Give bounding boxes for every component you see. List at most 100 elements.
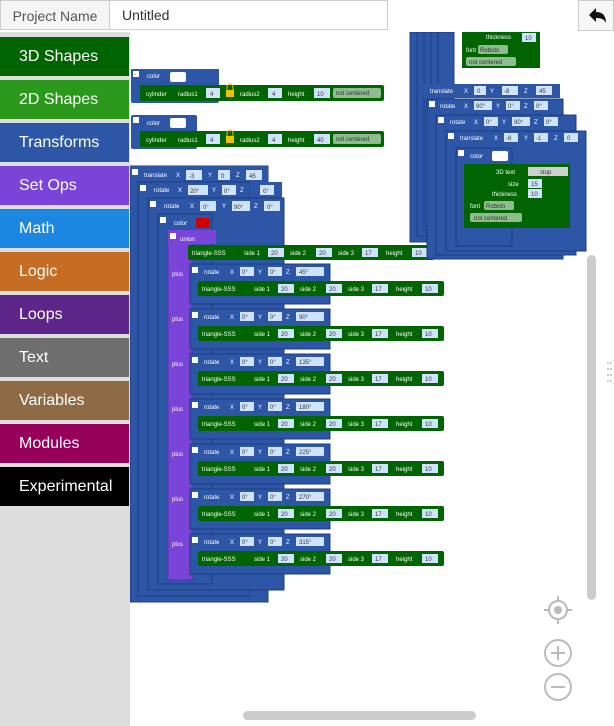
zoom-out-icon[interactable]	[543, 672, 573, 702]
category-modules[interactable]: Modules	[0, 424, 129, 463]
category-3d-shapes[interactable]: 3D Shapes	[0, 37, 129, 76]
svg-text:side 3: side 3	[348, 557, 365, 563]
svg-text:side 1: side 1	[244, 251, 261, 257]
svg-text:40: 40	[317, 138, 324, 144]
svg-text:height: height	[288, 138, 305, 144]
category-2d-shapes[interactable]: 2D Shapes	[0, 80, 129, 119]
plus-label: plus	[172, 542, 183, 548]
svg-text:Z: Z	[524, 89, 528, 95]
category-experimental[interactable]: Experimental	[0, 467, 129, 506]
svg-text:0°: 0°	[242, 405, 248, 411]
plus-label: plus	[172, 362, 183, 368]
svg-text:side 1: side 1	[254, 512, 271, 518]
svg-text:translate: translate	[460, 136, 484, 142]
horizontal-scrollbar[interactable]	[243, 711, 476, 720]
category-loops[interactable]: Loops	[0, 295, 129, 334]
svg-text:height: height	[288, 92, 305, 98]
plus-label: plus	[172, 407, 183, 413]
svg-text:3D text: 3D text	[496, 170, 515, 176]
svg-text:triangle-SSS: triangle-SSS	[202, 377, 236, 383]
svg-text:cylinder: cylinder	[146, 92, 167, 98]
svg-text:10: 10	[425, 332, 432, 338]
cylinder-block-2[interactable]: cylinder radius1 4 radius2 4 height 40 n…	[140, 129, 384, 147]
category-transforms[interactable]: Transforms	[0, 123, 129, 162]
category-text[interactable]: Text	[0, 338, 129, 377]
workspace-canvas[interactable]: - color cylinder radius1 4 radius2 4 hei…	[130, 32, 614, 726]
svg-text:side 3: side 3	[348, 422, 365, 428]
svg-text:X: X	[464, 104, 468, 110]
zoom-in-icon[interactable]	[543, 638, 573, 668]
svg-text:0: 0	[221, 174, 225, 180]
block-workspace[interactable]: - color cylinder radius1 4 radius2 4 hei…	[130, 32, 614, 726]
text3d-block[interactable]: 3D text stop size 15 thickness 10 font R…	[464, 164, 570, 228]
svg-text:20: 20	[271, 251, 278, 257]
svg-text:Z: Z	[286, 495, 290, 501]
svg-text:4: 4	[272, 92, 276, 98]
target-icon[interactable]	[543, 595, 573, 625]
svg-text:270°: 270°	[299, 495, 312, 501]
category-math[interactable]: Math	[0, 209, 129, 248]
triangle-block-0[interactable]: triangle-SSS side 1 20 side 2 20 side 3 …	[188, 245, 434, 260]
svg-text:20: 20	[329, 332, 336, 338]
svg-text:rotate: rotate	[204, 450, 220, 456]
svg-text:0°: 0°	[203, 205, 209, 211]
lock-icon-2[interactable]	[226, 129, 234, 143]
project-name-input[interactable]: Untitled	[110, 0, 388, 30]
svg-text:Y: Y	[258, 405, 262, 411]
svg-text:0°: 0°	[270, 450, 276, 456]
category-variables[interactable]: Variables	[0, 381, 129, 420]
resize-grip-icon[interactable]	[606, 360, 612, 392]
svg-text:side 2: side 2	[300, 377, 317, 383]
svg-text:side 2: side 2	[290, 251, 307, 257]
undo-button[interactable]	[578, 0, 614, 31]
cylinder-block-1[interactable]: cylinder radius1 4 radius2 4 height 10 n…	[140, 83, 384, 101]
svg-text:0°: 0°	[242, 270, 248, 276]
plus-label: plus	[172, 452, 183, 458]
union-block[interactable]: union	[167, 229, 216, 581]
svg-text:20: 20	[329, 467, 336, 473]
category-logic[interactable]: Logic	[0, 252, 129, 291]
svg-text:0°: 0°	[270, 495, 276, 501]
svg-text:Z: Z	[240, 188, 244, 194]
svg-text:10: 10	[525, 36, 532, 42]
svg-text:triangle-SSS: triangle-SSS	[192, 251, 226, 257]
svg-text:color: color	[174, 221, 187, 227]
svg-text:side 3: side 3	[348, 287, 365, 293]
svg-text:45: 45	[249, 174, 256, 180]
svg-text:17: 17	[365, 251, 372, 257]
svg-text:height: height	[396, 512, 413, 518]
svg-text:X: X	[190, 204, 194, 210]
svg-text:thickness: thickness	[486, 35, 511, 41]
svg-text:-3: -3	[189, 174, 195, 180]
svg-text:90°: 90°	[299, 315, 309, 321]
vertical-scrollbar[interactable]	[587, 255, 596, 600]
category-set-ops[interactable]: Set Ops	[0, 166, 129, 205]
svg-text:17: 17	[375, 332, 382, 338]
svg-text:size: size	[508, 182, 519, 188]
svg-text:side 1: side 1	[254, 557, 271, 563]
svg-text:translate: translate	[430, 89, 454, 95]
svg-text:20: 20	[329, 422, 336, 428]
lock-icon-1[interactable]	[226, 83, 234, 97]
svg-text:radius1: radius1	[178, 92, 198, 98]
svg-text:0: 0	[477, 89, 481, 95]
svg-text:side 2: side 2	[300, 287, 317, 293]
svg-text:radius2: radius2	[240, 138, 260, 144]
svg-text:Y: Y	[208, 173, 212, 179]
rotate-a-z-field[interactable]	[260, 185, 274, 195]
